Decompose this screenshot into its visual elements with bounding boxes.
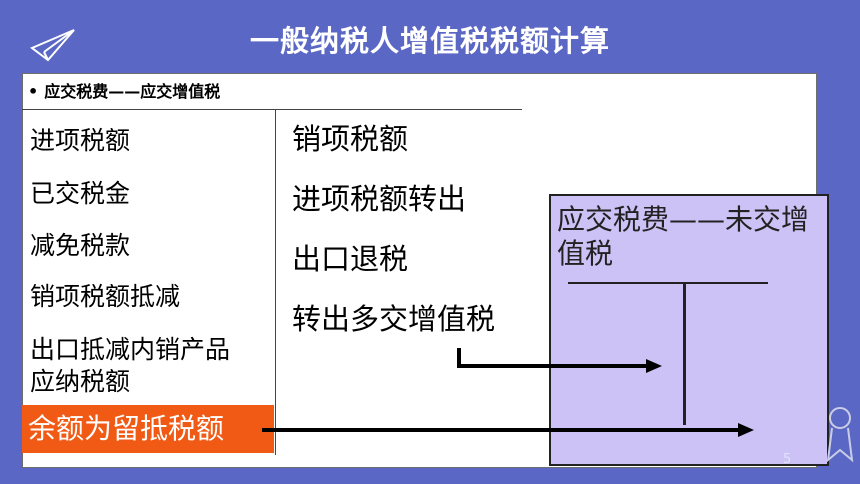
- debit-item-output-tax-offset: 销项税额抵减: [30, 282, 181, 311]
- debit-item-paid-tax: 已交税金: [30, 179, 131, 208]
- debit-item-export-offset: 出口抵减内销产品: [30, 335, 231, 364]
- credit-item-input-tax-transfer: 进项税额转出: [292, 182, 467, 216]
- decorative-ribbon-icon: [826, 407, 854, 463]
- balance-note: 余额为留抵税额: [28, 412, 225, 445]
- target-t-vertical-line: [683, 283, 686, 425]
- target-account-title: 应交税费——未交增值税: [557, 203, 810, 270]
- debit-item-tax-payable: 应纳税额: [30, 367, 131, 396]
- transfer-arrow-upper: [457, 348, 662, 373]
- target-t-horizontal-line: [568, 282, 768, 284]
- t-account-horizontal-line: [22, 109, 522, 110]
- debit-item-tax-reduction: 减免税款: [30, 231, 131, 260]
- transfer-arrow-lower: [262, 423, 754, 437]
- balance-highlight: [22, 405, 274, 453]
- credit-item-export-refund: 出口退税: [292, 242, 409, 276]
- paper-plane-icon: [30, 29, 75, 62]
- credit-item-overpaid-transfer: 转出多交增值税: [292, 302, 496, 336]
- debit-item-input-tax: 进项税额: [30, 126, 131, 155]
- target-account-box: [549, 194, 829, 466]
- account-title: •应交税费——应交增值税: [28, 82, 221, 101]
- t-account-vertical-line: [275, 110, 276, 455]
- page-number: 5: [783, 452, 792, 467]
- credit-item-output-tax: 销项税额: [292, 122, 409, 156]
- slide-title: 一般纳税人增值税税额计算: [249, 24, 610, 58]
- bullet-icon: •: [28, 82, 39, 101]
